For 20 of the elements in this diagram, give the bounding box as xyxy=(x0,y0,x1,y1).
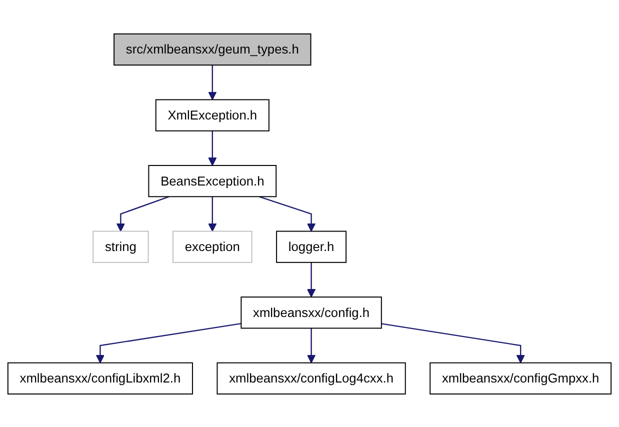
node-box xyxy=(276,230,347,262)
arrow xyxy=(381,322,525,363)
node-box xyxy=(155,98,270,131)
node-box xyxy=(430,362,612,394)
node-box xyxy=(172,230,252,262)
node-box xyxy=(7,362,193,394)
arrow xyxy=(306,262,316,297)
arrow xyxy=(208,64,217,100)
node-box xyxy=(216,362,406,394)
arrow xyxy=(116,196,170,232)
arrow xyxy=(259,196,316,232)
arrow xyxy=(208,130,217,166)
node-box xyxy=(92,230,149,262)
node-box xyxy=(148,164,277,197)
arrow xyxy=(208,196,217,232)
node-box xyxy=(240,296,382,328)
arrow xyxy=(96,322,242,363)
arrow xyxy=(306,328,316,363)
include-graph: src/xmlbeansxx/geum_types.h XmlException.h BeansException.h string exception logger.h xmlbeansxx/config.h xmlbeansxx/configLibxml2.h xmlbeansxx/configLog4cxx.h xmlbeansxx/configGmpxx.h xyxy=(0,26,619,402)
node-box xyxy=(114,32,312,66)
